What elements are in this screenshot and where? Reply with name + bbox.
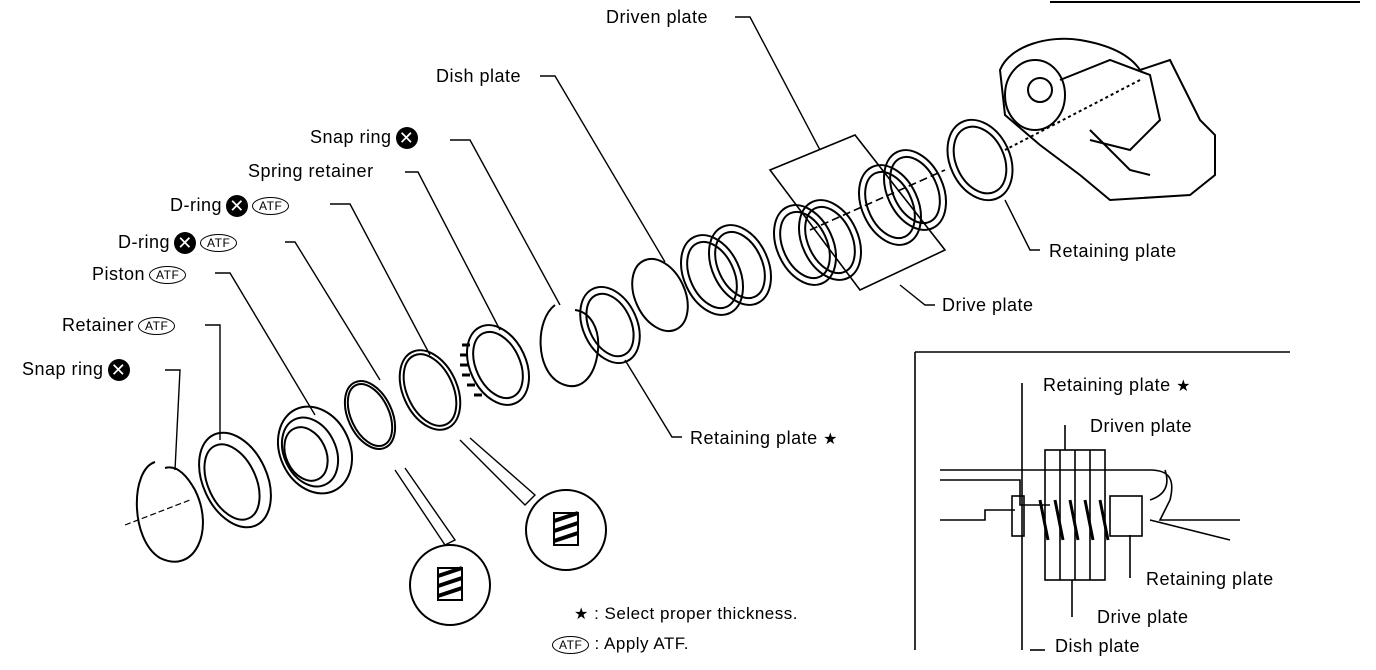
label-drive-plate: Drive plate: [942, 295, 1034, 315]
label-retaining-plate-star: Retaining plate ★: [690, 428, 838, 448]
atf-badge: ATF: [149, 266, 187, 285]
star-icon: ★: [1176, 378, 1191, 395]
d-ring-inner: [343, 380, 397, 450]
x-mark-icon: ✕: [226, 195, 249, 218]
section-callout-1: [394, 467, 491, 626]
dish-plate: [631, 257, 689, 333]
snap-ring-mid: [539, 304, 600, 388]
inset-label-dish-plate: Dish plate: [1055, 636, 1141, 656]
piston: [277, 405, 353, 495]
section-callout-2: [459, 437, 607, 571]
label-dish-plate: Dish plate: [436, 66, 522, 86]
atf-badge: ATF: [252, 197, 290, 216]
d-ring-outer: [398, 349, 462, 431]
star-icon: ★: [823, 431, 838, 448]
label-driven-plate: Driven plate: [606, 7, 709, 27]
retaining-plate-far: [946, 118, 1014, 202]
transmission-case: [998, 37, 1216, 202]
inset-label-driven-plate: Driven plate: [1090, 416, 1193, 436]
label-snap-ring-top: Snap ring✕: [310, 126, 418, 150]
inset-label-retaining-plate: Retaining plate: [1146, 569, 1274, 589]
x-mark-icon: ✕: [395, 127, 418, 150]
label-d-ring-1: D-ring✕ATF: [170, 194, 290, 218]
label-spring-retainer: Spring retainer: [248, 161, 374, 181]
plate-stack: [680, 149, 947, 316]
legend-atf-text: : Apply ATF.: [594, 634, 690, 653]
x-mark-icon: ✕: [107, 359, 130, 382]
label-d-ring-2: D-ring✕ATF: [118, 231, 238, 255]
label-snap-ring-bottom: Snap ring✕: [22, 358, 130, 382]
inset-label-retaining-plate-star: Retaining plate ★: [1043, 375, 1191, 395]
atf-badge: ATF: [552, 635, 590, 654]
x-mark-icon: ✕: [174, 232, 197, 255]
retainer: [198, 431, 272, 529]
atf-badge: ATF: [200, 234, 238, 253]
spring-retainer: [460, 324, 530, 406]
inset-cross-section: [940, 383, 1240, 651]
snap-ring-bottom: [135, 461, 204, 563]
inset-box: [914, 351, 1290, 650]
label-retaining-plate-right: Retaining plate: [1049, 241, 1177, 261]
atf-badge: ATF: [138, 317, 176, 336]
star-icon: ★: [574, 606, 589, 623]
legend-star: ★ : Select proper thickness.: [574, 604, 798, 624]
legend-star-text: : Select proper thickness.: [594, 604, 798, 623]
inset-label-drive-plate: Drive plate: [1097, 607, 1189, 627]
legend-atf: ATF : Apply ATF.: [552, 634, 689, 654]
retaining-plate-star: [579, 285, 641, 365]
